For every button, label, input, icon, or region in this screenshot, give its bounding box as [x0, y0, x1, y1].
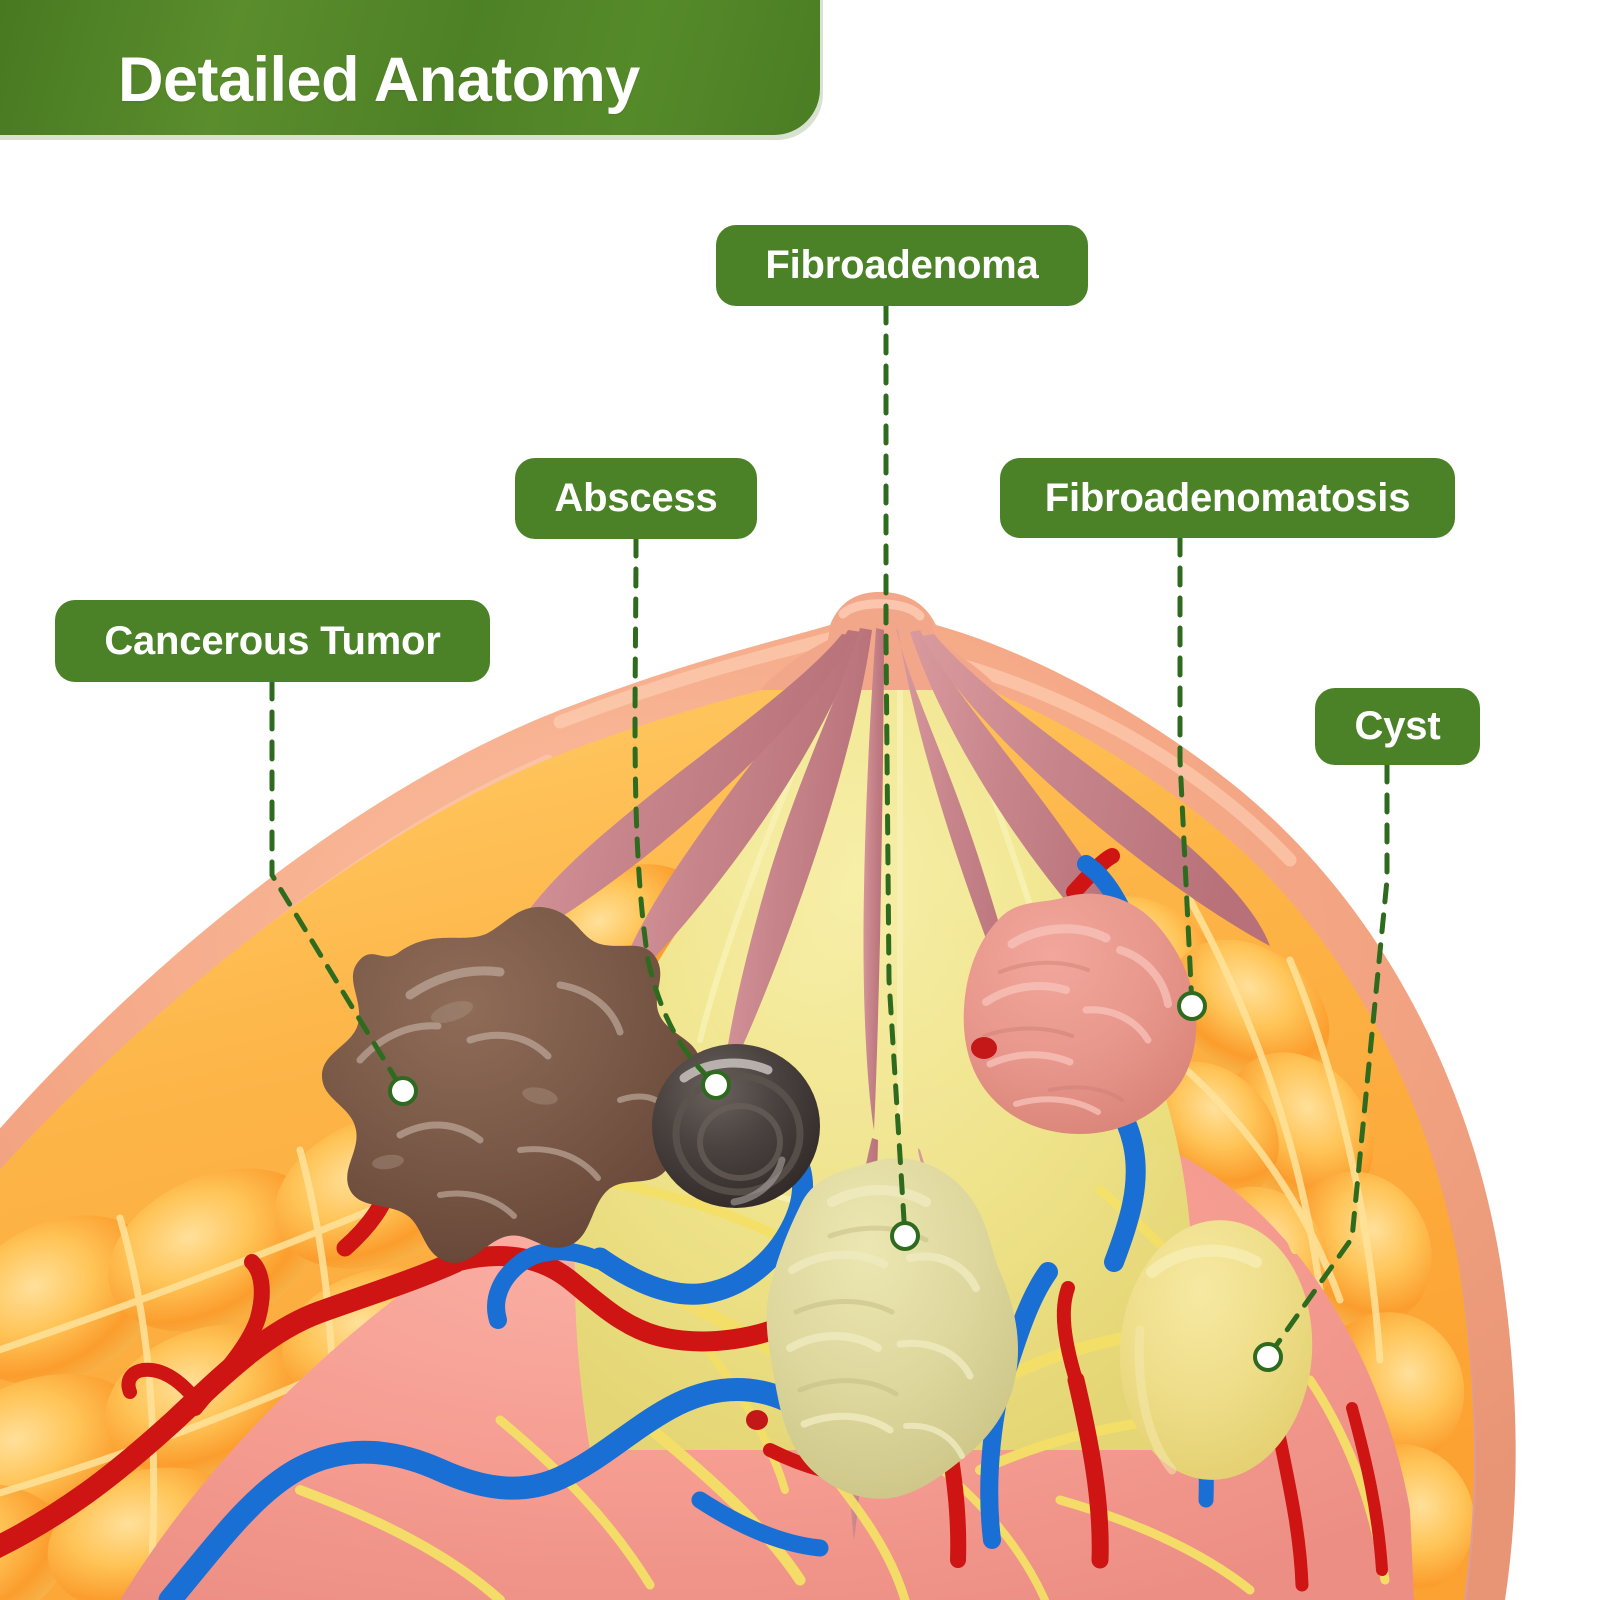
cyst-lesion — [1119, 1220, 1313, 1480]
callout-pill-fibroadenomatosis[interactable]: Fibroadenomatosis — [1000, 458, 1455, 538]
callout-pill-cyst[interactable]: Cyst — [1315, 688, 1480, 765]
page-title: Detailed Anatomy — [118, 45, 640, 115]
header-banner — [0, 0, 820, 135]
abscess-lesion — [652, 1044, 820, 1208]
fibroadenomatosis-mass — [963, 893, 1197, 1134]
fibroadenoma-mass — [766, 1158, 1019, 1499]
callout-pill-cancerous-tumor[interactable]: Cancerous Tumor — [55, 600, 490, 682]
callout-pill-abscess[interactable]: Abscess — [515, 458, 757, 539]
callout-pill-fibroadenoma[interactable]: Fibroadenoma — [716, 225, 1088, 306]
small-vessel-nodule — [746, 1037, 997, 1430]
cancerous-tumor-mass — [322, 906, 700, 1263]
